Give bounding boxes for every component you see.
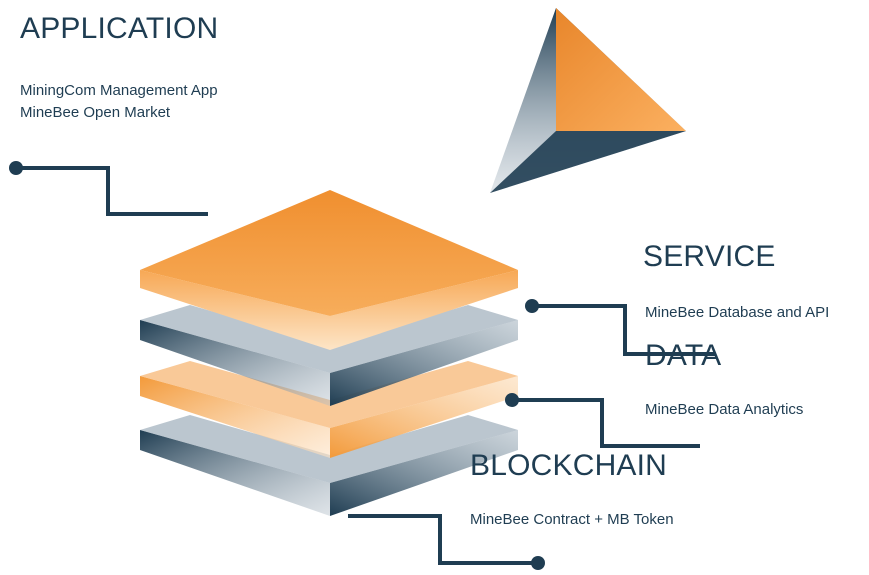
layer-application	[140, 190, 518, 350]
connector-data	[505, 393, 700, 448]
connector-blockchain	[348, 514, 545, 570]
application-item-1: MiningCom Management App	[20, 82, 218, 99]
service-item-1: MineBee Database and API	[645, 304, 830, 321]
data-item-1: MineBee Data Analytics	[645, 401, 804, 418]
data-title: DATA	[645, 339, 722, 372]
application-title: APPLICATION	[20, 12, 219, 45]
service-title: SERVICE	[643, 240, 776, 273]
connector-application	[9, 161, 208, 216]
layer-blockchain	[140, 415, 518, 516]
blockchain-item-1: MineBee Contract + MB Token	[470, 511, 674, 528]
application-item-2: MineBee Open Market	[20, 104, 171, 121]
layer-service	[140, 305, 518, 406]
blockchain-title: BLOCKCHAIN	[470, 449, 668, 482]
connector-service	[525, 299, 715, 356]
layer-data	[140, 361, 518, 458]
triangle-logo	[490, 8, 686, 193]
